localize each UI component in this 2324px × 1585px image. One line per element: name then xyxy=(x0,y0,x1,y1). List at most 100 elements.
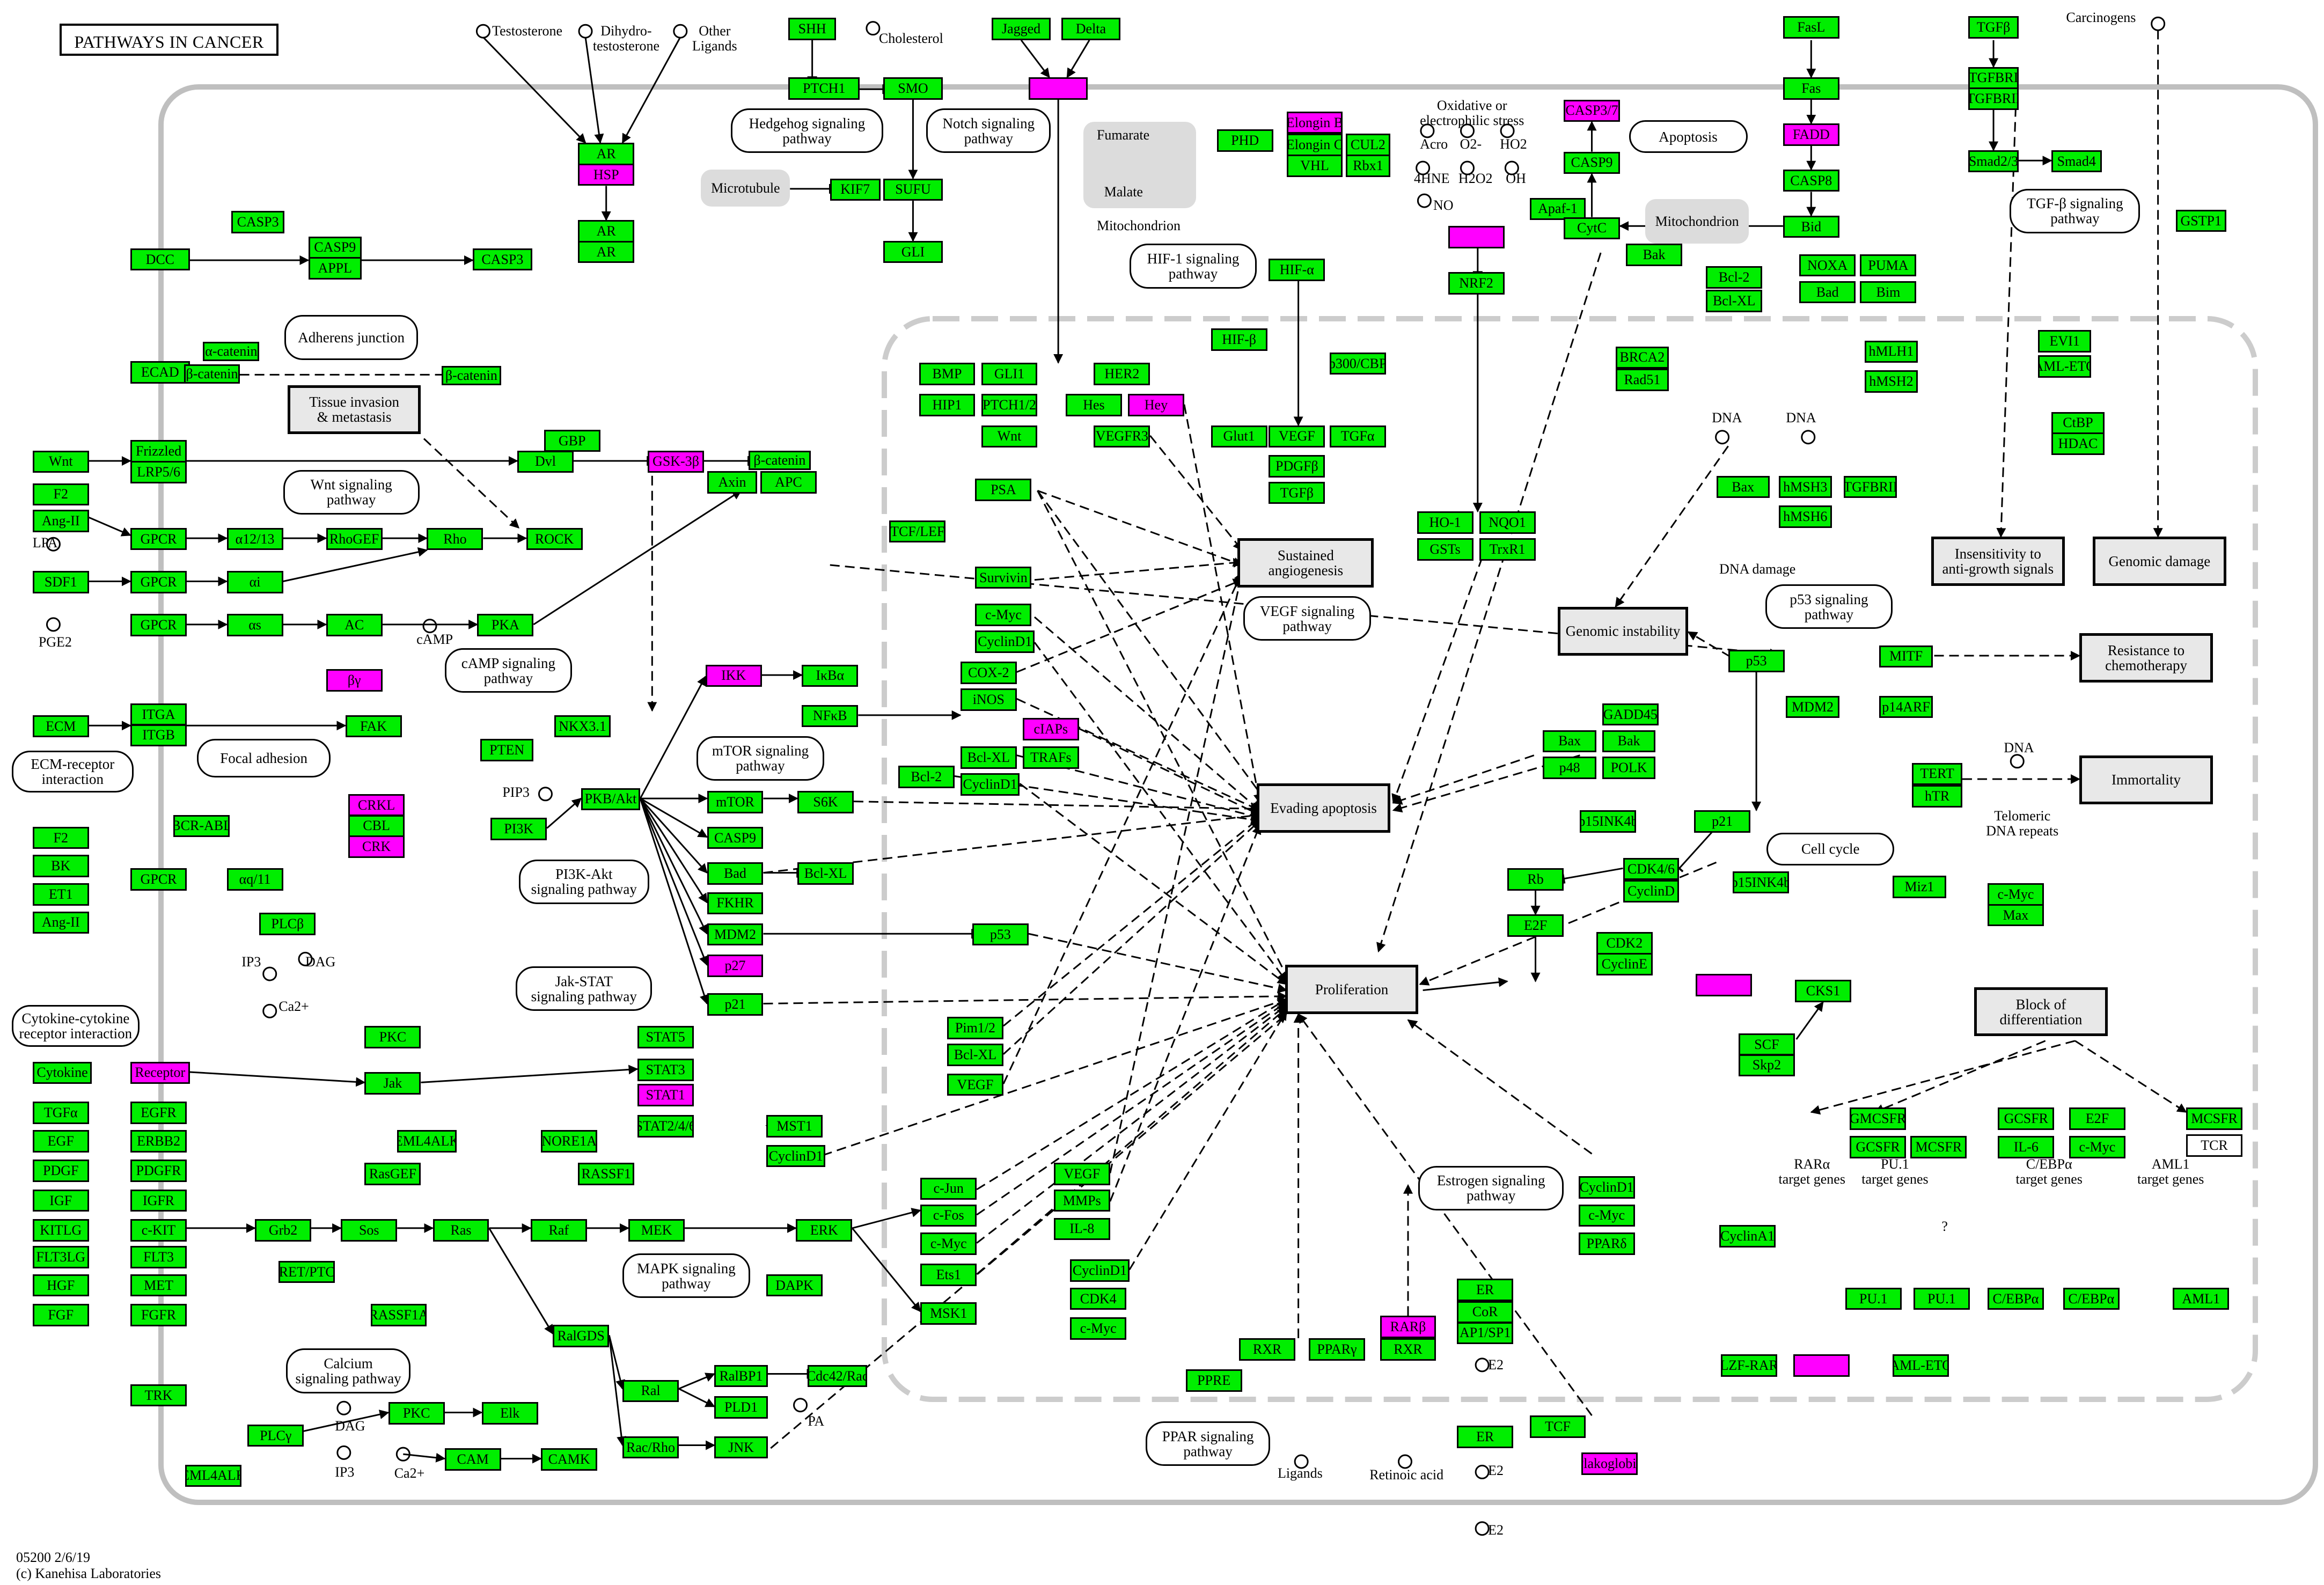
gene-cebpa-a[interactable]: C/EBPα xyxy=(1987,1287,2044,1310)
gene-jnk[interactable]: JNK xyxy=(714,1436,768,1459)
gene-vegf-c[interactable]: VEGF xyxy=(1053,1163,1110,1185)
gene-plzfrara[interactable]: PLZF-RARα xyxy=(1720,1354,1777,1377)
outcome-tissue[interactable]: Tissue invasion & metastasis xyxy=(287,385,421,435)
gene-mtor[interactable]: mTOR xyxy=(707,791,764,813)
gene-bcatenin-b[interactable]: β-catenin xyxy=(442,365,501,385)
gene-fgfr[interactable]: FGFR xyxy=(130,1304,187,1326)
gene-smad4[interactable]: Smad4 xyxy=(2051,150,2102,173)
gene-flt3lg[interactable]: FLT3LG xyxy=(32,1246,89,1268)
gene-stat246[interactable]: STAT2/4/6 xyxy=(637,1115,694,1138)
gene-pka[interactable]: PKA xyxy=(477,614,534,637)
gene-cytokine[interactable]: Cytokine xyxy=(32,1061,92,1084)
gene-casp37[interactable]: CASP3/7 xyxy=(1564,99,1620,122)
gene-cebpa-b[interactable]: C/EBPα xyxy=(2063,1287,2120,1310)
gene-il6[interactable]: IL-6 xyxy=(1998,1136,2055,1158)
gene-pkc-b[interactable]: PKC xyxy=(388,1402,445,1425)
gene-ai[interactable]: αi xyxy=(226,571,283,593)
gene-aq11[interactable]: αq/11 xyxy=(226,868,283,891)
gene-casp9-a[interactable]: CASP9 xyxy=(308,236,362,259)
gene-itga[interactable]: ITGA xyxy=(130,703,187,726)
gene-elonginb[interactable]: Elongin B xyxy=(1286,111,1343,134)
gene-inos[interactable]: iNOS xyxy=(960,688,1017,711)
gene-plakoglobin[interactable]: Plakoglobin xyxy=(1581,1452,1638,1475)
compound-circle[interactable] xyxy=(578,24,593,39)
gene-a1213[interactable]: α12/13 xyxy=(226,527,283,551)
gene-max[interactable]: Max xyxy=(1987,904,2044,927)
gene-sdf1[interactable]: SDF1 xyxy=(32,571,89,593)
gene-tcflef[interactable]: TCF/LEF xyxy=(889,520,946,543)
gene-fasl[interactable]: FasL xyxy=(1783,16,1839,39)
compound-circle[interactable] xyxy=(336,1400,351,1415)
pathway-link-tgfb[interactable]: TGF-β signaling pathway xyxy=(2010,188,2140,234)
gene-p48[interactable]: p48 xyxy=(1543,757,1596,780)
gene-stat5[interactable]: STAT5 xyxy=(637,1026,694,1048)
gene-bim[interactable]: Bim xyxy=(1860,281,1917,304)
compound-circle[interactable] xyxy=(538,787,553,802)
gene-mitf[interactable]: MITF xyxy=(1879,645,1933,668)
gene-hmsh2[interactable]: hMSH2 xyxy=(1864,370,1918,393)
pathway-link-jakstat[interactable]: Jak-STAT signaling pathway xyxy=(516,966,653,1011)
gene-mdm2-a[interactable]: MDM2 xyxy=(707,923,764,946)
gene-flt3[interactable]: FLT3 xyxy=(130,1246,187,1268)
gene-ppre[interactable]: PPRE xyxy=(1185,1369,1242,1392)
gene-fgf[interactable]: FGF xyxy=(32,1304,89,1326)
gene-crk[interactable]: CRK xyxy=(348,835,405,858)
gene-vegf-a[interactable]: VEGF xyxy=(947,1073,1003,1096)
gene-fkhr[interactable]: FKHR xyxy=(707,892,764,915)
gene-casp3-a[interactable]: CASP3 xyxy=(231,211,285,234)
gene-e2f-a[interactable]: E2F xyxy=(1507,914,1564,937)
compound-circle[interactable] xyxy=(1460,123,1475,138)
gene-scf[interactable]: SCF xyxy=(1738,1033,1795,1056)
gene-pdgfr[interactable]: PDGFR xyxy=(130,1160,187,1183)
gene-tgfb-a[interactable]: TGFβ xyxy=(1269,481,1325,504)
gene-f2-b[interactable]: F2 xyxy=(32,826,89,849)
outcome-resist[interactable]: Resistance to chemotherapy xyxy=(2079,633,2213,683)
gene-gli[interactable]: GLI xyxy=(883,240,943,263)
outcome-angio[interactable]: Sustained angiogenesis xyxy=(1237,538,1374,588)
gene-s6k[interactable]: S6K xyxy=(797,791,854,813)
gene-ikk[interactable]: IKK xyxy=(705,664,762,687)
gene-rassf1[interactable]: RASSF1 xyxy=(578,1163,635,1185)
gene-gmcsfr[interactable]: GMCSFR xyxy=(1850,1107,1907,1131)
gene-hsp[interactable]: HSP xyxy=(578,163,635,186)
outcome-genomic_dmg[interactable]: Genomic damage xyxy=(2093,537,2226,586)
gene-vhl[interactable]: VHL xyxy=(1286,155,1343,177)
gene-cyclina1[interactable]: CyclinA1 xyxy=(1719,1225,1776,1248)
gene-delta[interactable]: Delta xyxy=(1061,18,1121,40)
gene-cytc[interactable]: CytC xyxy=(1564,217,1620,240)
gene-amleto-b[interactable]: AML-ETO xyxy=(1893,1354,1949,1377)
pathway-link-ppar[interactable]: PPAR signaling pathway xyxy=(1146,1421,1271,1466)
gene-eml4alk-a[interactable]: EML4ALK xyxy=(397,1130,457,1153)
gene-ptch1-2[interactable]: PTCH1/2 xyxy=(981,394,1038,416)
gene-rho[interactable]: Rho xyxy=(427,527,483,551)
gene-smad23[interactable]: Smad2/3 xyxy=(1968,150,2019,173)
gene-itgb[interactable]: ITGB xyxy=(130,724,187,747)
gene-hifa[interactable]: HIF-α xyxy=(1269,259,1325,281)
gene-plcb[interactable]: PLCβ xyxy=(259,913,316,936)
gene-axin[interactable]: Axin xyxy=(707,471,758,494)
gene-plcg[interactable]: PLCγ xyxy=(247,1424,304,1447)
compound-circle[interactable] xyxy=(1500,123,1515,138)
gene-gpcr-d[interactable]: GPCR xyxy=(130,868,187,891)
compound-circle[interactable] xyxy=(336,1445,351,1460)
gene-ppard[interactable]: PPARδ xyxy=(1578,1232,1635,1255)
gene-aml1[interactable]: AML1 xyxy=(2173,1287,2230,1310)
gene-gbp[interactable]: GBP xyxy=(544,429,600,452)
gene-cjun[interactable]: c-Jun xyxy=(920,1177,977,1200)
gene-receptor[interactable]: Receptor xyxy=(130,1061,190,1084)
gene-angii-a[interactable]: Ang-II xyxy=(32,510,89,533)
gene-mek[interactable]: MEK xyxy=(628,1219,685,1242)
gene-cyclind-a[interactable]: CyclinD xyxy=(1623,880,1680,903)
gene-cycline[interactable]: CyclinE xyxy=(1596,953,1653,975)
gene-bcrabl[interactable]: BCR-ABL xyxy=(173,814,230,838)
compound-circle[interactable] xyxy=(475,24,490,39)
gene-rad51[interactable]: Rad51 xyxy=(1615,369,1669,391)
compound-circle[interactable] xyxy=(1801,430,1816,445)
gene-cmyc-b[interactable]: c-Myc xyxy=(1987,883,2044,906)
gene-p53-b[interactable]: p53 xyxy=(1728,649,1785,672)
pathway-link-hedgehog[interactable]: Hedgehog signaling pathway xyxy=(730,108,884,153)
gene-camk[interactable]: CAMK xyxy=(541,1448,598,1471)
gene-egfr[interactable]: EGFR xyxy=(130,1102,187,1124)
gene-notch[interactable] xyxy=(1028,77,1088,100)
compound-circle[interactable] xyxy=(1475,1357,1490,1373)
